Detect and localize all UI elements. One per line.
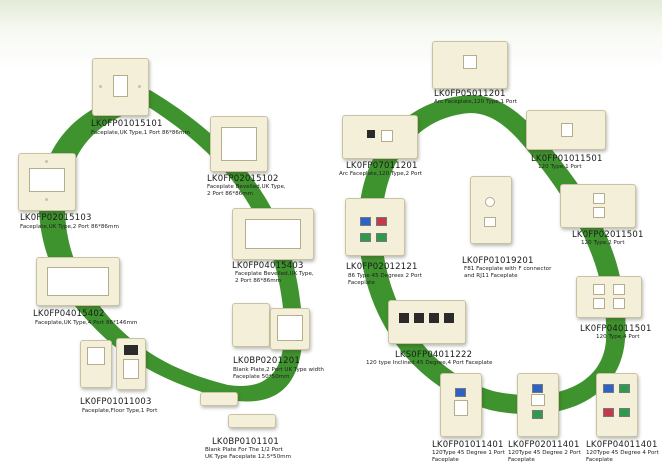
product-description: Arc Faceplate,120 Type,2 Port (339, 171, 422, 177)
product-description: 86 Type 45 Degrees 2 Port (348, 273, 422, 279)
product-image (345, 198, 405, 256)
product-image (388, 300, 466, 344)
product-description: and RJ11 Faceplate (464, 273, 518, 279)
product-description: Faceplate,UK Type,4 Port 86*146mm (35, 320, 138, 326)
product-description: Blank Plate For The 1/2 Port (205, 447, 283, 453)
product-description: Arc Faceplate,120 Type,1 Port (434, 99, 517, 105)
product-image (36, 257, 120, 306)
product-code: LK0FP04015402 (33, 309, 105, 319)
product-description: Faceplate 50*50mm (233, 374, 290, 380)
product-code: LK0FP01011401 (432, 440, 504, 450)
product-code: LK0FP05011201 (434, 89, 506, 99)
product-code: LK0FP07011201 (346, 161, 418, 171)
product-description: 2 Port 86*86mm (207, 191, 254, 197)
product-image (18, 153, 76, 211)
product-description: 120 Type,4 Port (596, 334, 640, 340)
product-image (200, 392, 238, 406)
product-description: Faceplate Bevelled,UK Type, (207, 184, 286, 190)
product-image (92, 58, 149, 116)
product-description: Faceplate,UK Type,1 Port 86*86mm (91, 130, 190, 136)
product-description: 120Type 45 Degree 2 Port (508, 450, 581, 456)
product-description: Faceplate (508, 457, 535, 463)
product-description: Faceplate (348, 280, 375, 286)
product-description: Faceplate (586, 457, 613, 463)
product-code: LK0FP02015103 (20, 213, 92, 223)
product-image (80, 340, 112, 388)
product-code: LK0FP01015101 (91, 119, 163, 129)
product-image (560, 184, 636, 228)
product-description: 120Type 45 Degree 1 Port (432, 450, 505, 456)
product-code: LKS0FP04011222 (395, 350, 473, 360)
product-image (210, 116, 268, 172)
product-code: LK0FP02011501 (572, 230, 644, 240)
product-image (116, 338, 146, 390)
product-description: Faceplate,Floor Type,1 Port (82, 408, 158, 414)
product-description: UK Type Faceplate 12.5*50mm (205, 454, 292, 460)
product-image (526, 110, 606, 150)
product-image (576, 276, 642, 318)
product-description: Faceplate,UK Type,2 Port 86*86mm (20, 224, 119, 230)
product-image (232, 303, 270, 347)
product-image (440, 373, 482, 437)
product-description: 120 Type,1 Port (538, 164, 582, 170)
product-code: LK0FP01019201 (462, 256, 534, 266)
product-image (517, 373, 559, 437)
product-image (228, 414, 276, 428)
product-description: F81 Faceplate with F connector (464, 266, 552, 272)
product-code: LK0FP02012121 (346, 262, 418, 272)
product-description: Faceplate (432, 457, 459, 463)
product-code: LK0FP04011501 (580, 324, 652, 334)
product-description: 120 Type,2 Port (581, 240, 625, 246)
product-description: Blank Plate,2 Port UK Type width (233, 367, 324, 373)
right-swirl-band (358, 95, 626, 415)
product-code: LK0FP02011401 (508, 440, 580, 450)
product-description: 120Type 45 Degree 4 Port (586, 450, 659, 456)
product-description: 2 Port 86*86mm (235, 278, 282, 284)
product-image (270, 308, 310, 350)
product-code: LK0BP0101101 (212, 437, 279, 447)
product-code: LK0FP01011501 (531, 154, 603, 164)
product-description: Faceplate Bevelled,UK Type, (235, 271, 314, 277)
product-code: LK0FP02015102 (207, 174, 279, 184)
product-code: LK0FP04015403 (232, 261, 304, 271)
product-image (432, 41, 508, 89)
product-description: 120 type Inclined 45 Degree,4 Port Facep… (366, 360, 493, 366)
product-image (470, 176, 512, 244)
product-image (232, 208, 314, 260)
product-code: LK0FP04011401 (586, 440, 658, 450)
product-code: LK0BP0201201 (233, 356, 300, 366)
product-code: LK0FP01011003 (80, 397, 152, 407)
product-image (596, 373, 638, 437)
product-image (342, 115, 418, 159)
